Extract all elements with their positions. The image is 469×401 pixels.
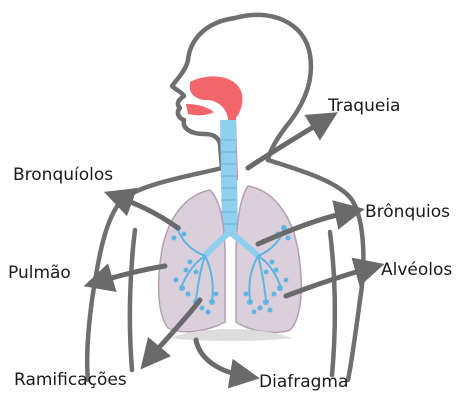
label-ramificacoes: Ramificações [14, 372, 127, 389]
trachea [220, 120, 238, 232]
right-inner-arm [330, 232, 335, 375]
label-diafragma: Diafragma [259, 374, 348, 391]
arrow-diafragma [196, 340, 245, 376]
label-bronquios: Brônquios [365, 204, 450, 221]
label-alveolos: Alvéolos [381, 262, 452, 279]
arrow-bronquiolos [118, 197, 178, 228]
label-bronquiolos: Bronquíolos [13, 167, 113, 184]
label-traqueia: Traqueia [328, 98, 400, 115]
label-pulmao: Pulmão [8, 265, 71, 282]
mouth-cavity [186, 104, 214, 115]
left-inner-arm [130, 230, 135, 370]
